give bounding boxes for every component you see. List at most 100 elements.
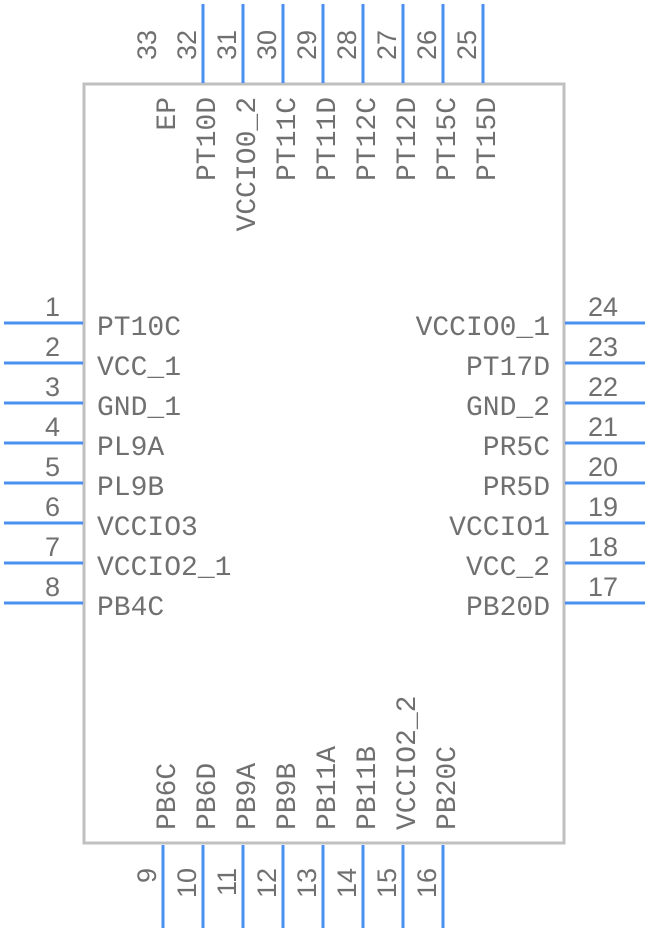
pin-name: PL9A	[97, 433, 164, 464]
pin-11: 11 PB9A	[212, 763, 264, 928]
pin-name: VCCIO2_1	[97, 553, 231, 584]
pin-name: PT12C	[353, 97, 384, 181]
pin-name: GND_2	[466, 393, 550, 424]
pin-name: PB11A	[313, 746, 344, 830]
pin-name: EP	[153, 97, 184, 131]
pin-name: VCCIO2_2	[393, 696, 424, 830]
pin-10: 10 PB6D	[172, 763, 224, 928]
pin-name: PB20D	[466, 593, 550, 624]
pin-number: 2	[45, 332, 60, 362]
pin-name: PT10C	[97, 313, 181, 344]
pin-name: PL9B	[97, 473, 164, 504]
pin-name: PT15D	[473, 97, 504, 181]
pin-number: 25	[452, 30, 482, 60]
pin-number: 30	[252, 30, 282, 60]
pin-name: VCCIO0_2	[233, 97, 264, 231]
pin-name: PB9B	[273, 763, 304, 830]
pin-number: 32	[172, 30, 202, 60]
pin-name: VCCIO3	[97, 513, 198, 544]
pin-16: 16 PB20C	[412, 746, 464, 928]
pin-number: 26	[412, 30, 442, 60]
pin-number: 14	[332, 868, 362, 898]
pin-number: 16	[412, 868, 442, 898]
pin-number: 9	[132, 868, 162, 883]
pin-number: 19	[588, 492, 618, 522]
pin-number: 7	[45, 532, 60, 562]
pin-14: 14 PB11B	[332, 746, 384, 928]
component-body	[82, 82, 566, 845]
pin-number: 6	[45, 492, 60, 522]
pin-number: 5	[45, 452, 60, 482]
pin-name: PB6C	[153, 763, 184, 830]
pin-number: 24	[588, 292, 618, 322]
pin-number: 21	[588, 412, 618, 442]
pin-name: PB11B	[353, 746, 384, 830]
pin-name: PR5D	[483, 473, 550, 504]
pin-name: PT11C	[273, 97, 304, 181]
pin-number: 33	[132, 30, 162, 60]
pin-number: 8	[45, 572, 60, 602]
pin-number: 13	[292, 868, 322, 898]
pin-name: GND_1	[97, 393, 181, 424]
pin-number: 20	[588, 452, 618, 482]
pin-13: 13 PB11A	[292, 746, 344, 928]
pin-name: PB6D	[193, 763, 224, 830]
pin-name: PB20C	[433, 746, 464, 830]
pin-name: PT11D	[313, 97, 344, 181]
pin-number: 31	[212, 30, 242, 60]
pin-name: PB4C	[97, 593, 164, 624]
pins-layer: 1PT10C2VCC_13GND_14PL9A5PL9B6VCCIO37VCCI…	[4, 4, 645, 928]
pin-number: 4	[45, 412, 60, 442]
pin-name: VCCIO0_1	[416, 313, 550, 344]
pin-name: VCC_2	[466, 553, 550, 584]
pin-number: 27	[372, 30, 402, 60]
pin-name: PT15C	[433, 97, 464, 181]
pin-name: PB9A	[233, 763, 264, 830]
pin-number: 17	[588, 572, 618, 602]
pin-name: VCC_1	[97, 353, 181, 384]
pin-name: PT17D	[466, 353, 550, 384]
pin-number: 11	[212, 868, 242, 896]
pin-number: 1	[45, 292, 60, 322]
pin-name: PT12D	[393, 97, 424, 181]
pin-number: 23	[588, 332, 618, 362]
pin-9: 9 PB6C	[132, 763, 184, 928]
pin-number: 29	[292, 30, 322, 60]
pin-number: 18	[588, 532, 618, 562]
pin-12: 12 PB9B	[252, 763, 304, 928]
pin-number: 22	[588, 372, 618, 402]
pin-name: VCCIO1	[449, 513, 550, 544]
pin-name: PT10D	[193, 97, 224, 181]
pin-number: 28	[332, 30, 362, 60]
pin-name: PR5C	[483, 433, 550, 464]
pin-number: 3	[45, 372, 60, 402]
pin-number: 12	[252, 868, 282, 898]
pin-number: 10	[172, 868, 202, 898]
